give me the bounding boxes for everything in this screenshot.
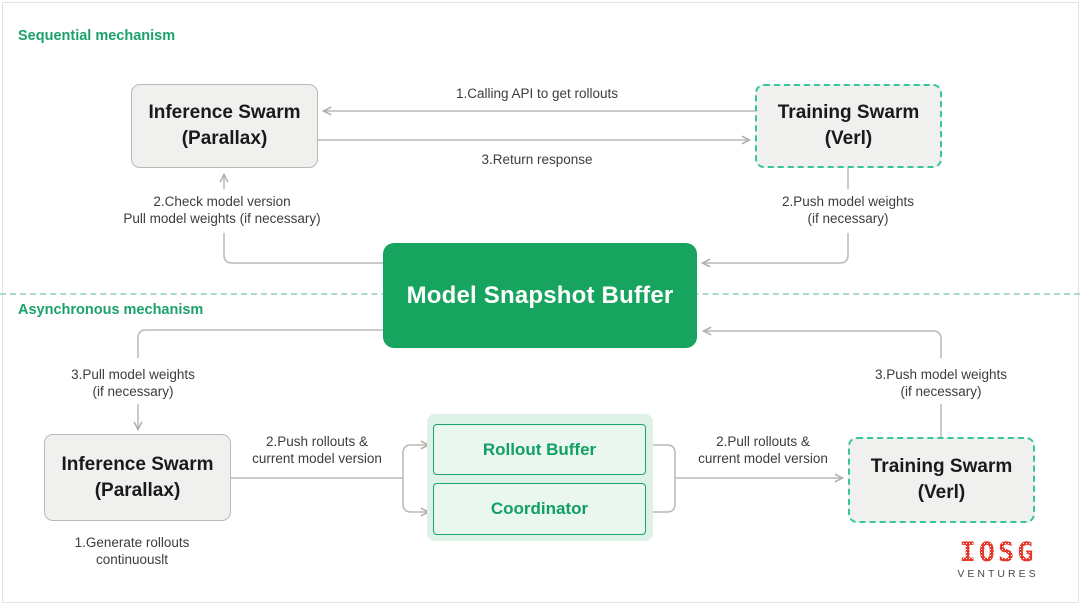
box-title-line: Training Swarm (870, 456, 1013, 477)
logo-sub-text: VENTURES (957, 568, 1039, 580)
model-snapshot-buffer-box: Model Snapshot Buffer (383, 243, 697, 348)
box-title-line: (Parallax) (94, 479, 181, 501)
label-line: current model version (698, 451, 828, 466)
box-title-line: Training Swarm (777, 102, 920, 123)
label-line: (if necessary) (92, 384, 174, 399)
async-inference-swarm-box: Inference Swarm (Parallax) (44, 434, 231, 521)
arrow-training-to-buffer-seq-2 (703, 233, 849, 263)
label-line: 2.Check model version (153, 194, 291, 209)
sequential-section-heading: Sequential mechanism (18, 28, 176, 44)
logo-brand-text: IOSG (959, 537, 1037, 568)
label-line: Pull model weights (if necessary) (123, 211, 321, 226)
label-line: 2.Push rollouts & (265, 434, 369, 449)
box-title-line: Inference Swarm (148, 102, 301, 123)
arrow-center-to-training (646, 444, 842, 478)
label-pull-rollouts: 2.Pull rollouts & current model version (663, 433, 863, 467)
coordinator-box: Coordinator (433, 483, 646, 535)
label-pull-model-weights-async: 3.Pull model weights (if necessary) (13, 366, 253, 400)
coordinator-label: Coordinator (490, 499, 589, 518)
sequential-training-swarm-box: Training Swarm (Verl) (755, 84, 942, 168)
arrow-into-coordinator (402, 478, 428, 512)
asynchronous-section-heading: Asynchronous mechanism (18, 302, 204, 318)
label-line: 2.Push model weights (781, 194, 915, 209)
label-return-response: 3.Return response (481, 152, 593, 167)
box-title-line: (Verl) (917, 482, 966, 503)
arrow-buffer-to-inference-async-1 (137, 329, 383, 358)
sequential-inference-swarm-box: Inference Swarm (Parallax) (131, 84, 318, 168)
rollout-buffer-label: Rollout Buffer (482, 439, 597, 459)
box-title-line: Inference Swarm (61, 453, 214, 475)
label-generate-rollouts: 1.Generate rollouts continuouslt (32, 534, 232, 568)
label-check-model-version: 2.Check model version Pull model weights… (72, 193, 372, 227)
label-line: 3.Push model weights (874, 367, 1008, 382)
label-line: 2.Pull rollouts & (716, 434, 810, 449)
label-line: current model version (252, 451, 382, 466)
box-title-line: (Verl) (824, 128, 873, 149)
label-line: 1.Generate rollouts (74, 535, 190, 550)
label-line: (if necessary) (807, 211, 889, 226)
label-line: continuouslt (95, 552, 169, 567)
box-title-line: (Parallax) (181, 128, 268, 149)
rollout-buffer-box: Rollout Buffer (433, 424, 646, 475)
model-snapshot-buffer-label: Model Snapshot Buffer (406, 281, 674, 309)
iosg-ventures-logo: IOSG VENTURES (946, 539, 1050, 580)
label-line: (if necessary) (900, 384, 982, 399)
arrow-into-rollout-buffer (402, 445, 428, 478)
label-line: 3.Pull model weights (71, 367, 195, 382)
async-training-swarm-box: Training Swarm (Verl) (848, 437, 1035, 523)
arrow-coordinator-merge (646, 479, 676, 513)
label-push-model-weights-async: 3.Push model weights (if necessary) (821, 366, 1061, 400)
label-calling-api: 1.Calling API to get rollouts (455, 86, 619, 101)
arrow-buffer-to-inference-seq-1 (223, 233, 383, 264)
label-push-rollouts: 2.Push rollouts & current model version (217, 433, 417, 467)
arrow-training-to-buffer-async-2 (704, 331, 942, 358)
label-push-model-weights-seq: 2.Push model weights (if necessary) (698, 193, 998, 227)
